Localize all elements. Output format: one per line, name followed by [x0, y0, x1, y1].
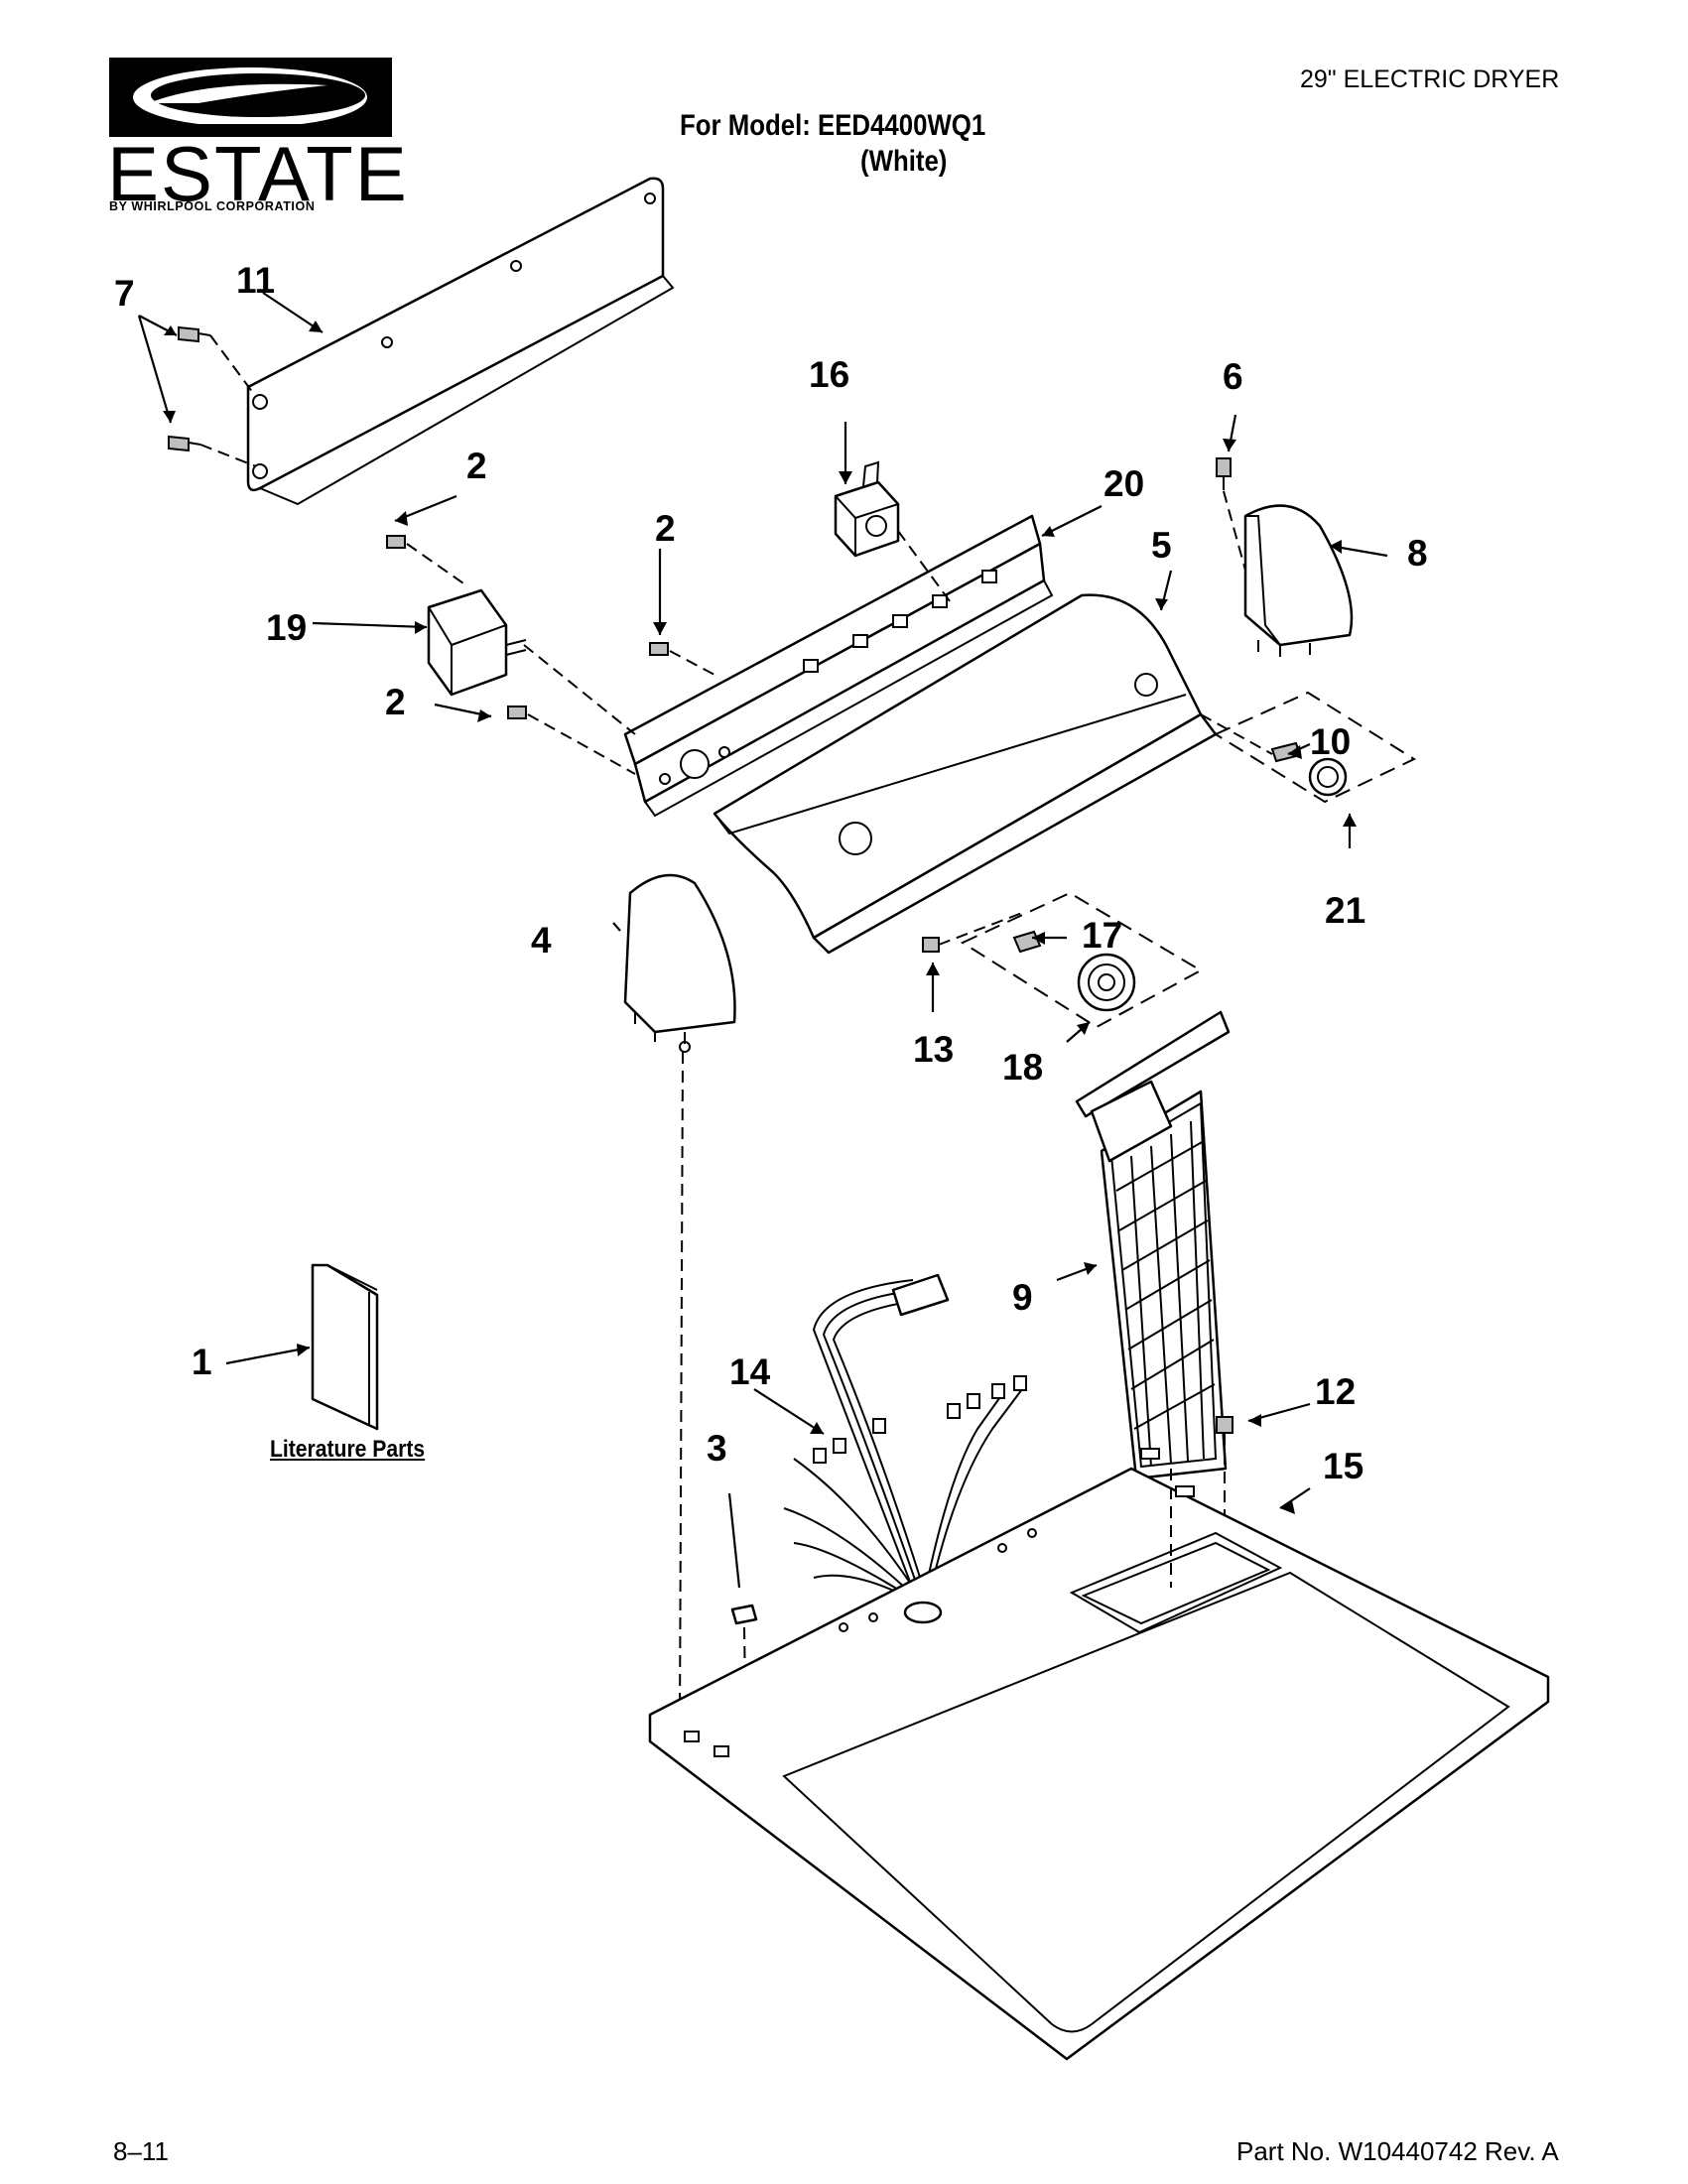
callout-6: 6 — [1223, 356, 1243, 397]
part-16-switch — [834, 460, 954, 606]
part-2-screws — [386, 535, 715, 775]
brand-tagline: BY WHIRLPOOL CORPORATION — [109, 199, 316, 213]
part-6-screw — [1216, 457, 1253, 596]
model-number: For Model: EED4400WQ1 — [680, 109, 986, 142]
part-number: Part No. W10440742 Rev. A — [1236, 2136, 1559, 2166]
literature-parts-label: Literature Parts — [270, 1436, 426, 1463]
callout-9: 9 — [1012, 1277, 1033, 1318]
lint-screen-mesh — [1115, 1120, 1216, 1468]
callout-21: 21 — [1325, 890, 1365, 931]
estate-logo-mark — [109, 58, 392, 137]
callout-18: 18 — [1002, 1047, 1043, 1088]
callout-12: 12 — [1315, 1371, 1356, 1412]
part-1-literature — [311, 1263, 379, 1431]
part-21-knob-assembly — [1200, 691, 1417, 804]
callout-2: 2 — [655, 508, 676, 549]
date-code: 8–11 — [113, 2136, 169, 2166]
callout-5: 5 — [1151, 525, 1172, 566]
part-15-top-panel — [648, 1448, 1550, 2061]
callout-19: 19 — [266, 607, 307, 648]
callout-2: 2 — [385, 682, 406, 722]
callout-17: 17 — [1082, 915, 1122, 956]
callout-11: 11 — [236, 260, 275, 301]
callout-2: 2 — [466, 446, 487, 486]
callout-14: 14 — [729, 1351, 771, 1392]
callout-4: 4 — [531, 920, 552, 961]
callout-1: 1 — [192, 1342, 212, 1382]
callout-15: 15 — [1323, 1446, 1363, 1486]
callout-20: 20 — [1104, 463, 1144, 504]
callout-13: 13 — [913, 1029, 954, 1070]
model-color: (White) — [860, 145, 948, 178]
part-13-screw — [922, 912, 1023, 953]
callout-16: 16 — [809, 354, 849, 395]
part-18-knob-assembly — [960, 891, 1204, 1029]
brand-name: ESTATE — [107, 130, 409, 217]
callout-8: 8 — [1407, 533, 1428, 574]
part-12-screw — [1216, 1416, 1234, 1543]
part-8-endcap-right — [1243, 504, 1354, 657]
endcap-alignment-line — [679, 1051, 684, 1723]
part-11-back-panel — [246, 177, 675, 506]
part-5-console — [713, 593, 1218, 955]
callout-arrowheads — [163, 321, 1357, 1514]
product-type: 29" ELECTRIC DRYER — [1300, 65, 1560, 93]
callout-10: 10 — [1310, 721, 1351, 762]
part-9-lint-screen — [1075, 1010, 1231, 1480]
callout-3: 3 — [707, 1428, 727, 1469]
part-4-endcap-left — [623, 873, 736, 1053]
part-19-timer — [427, 588, 636, 735]
part-14-wire-harness — [783, 1273, 1027, 1604]
callout-numbers: 7 11 2 2 2 19 16 20 5 6 8 10 21 4 17 13 … — [114, 260, 1428, 1486]
part-7-screws — [168, 325, 257, 467]
part-20-control-panel — [623, 514, 1054, 818]
callout-7: 7 — [114, 273, 135, 314]
